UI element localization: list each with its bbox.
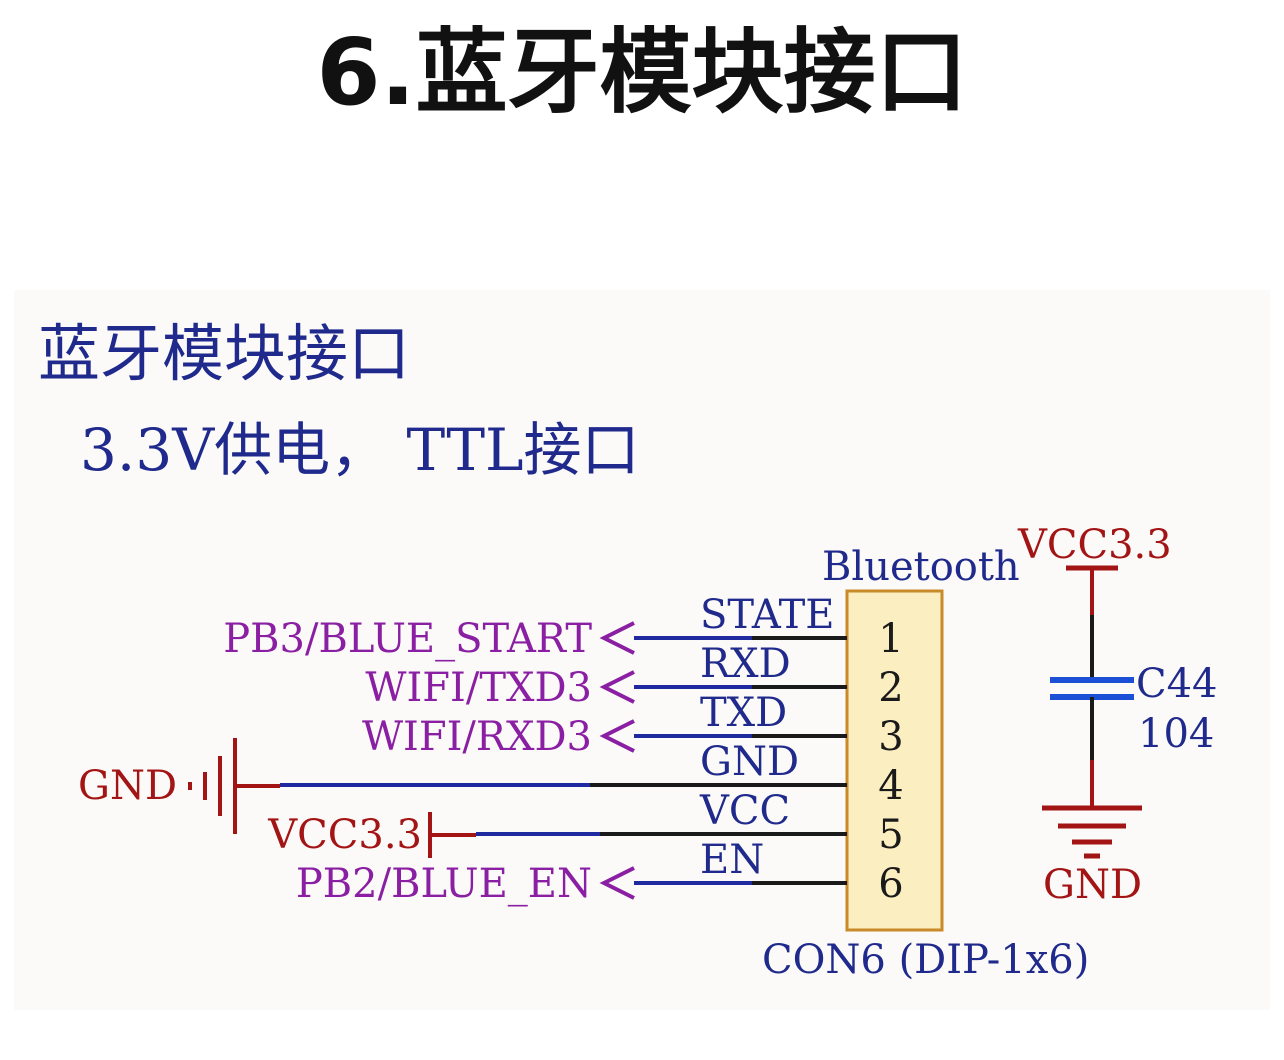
pin-2-port-arrow	[599, 670, 635, 704]
section-subheading: 3.3V供电， TTL接口	[80, 416, 640, 484]
ground-symbol-right	[1042, 805, 1142, 859]
connector-title: Bluetooth	[822, 544, 1020, 590]
pin-5-net-label: VCC3.3	[267, 812, 422, 858]
connector-body	[845, 589, 944, 932]
ground-symbol-left	[188, 738, 280, 834]
pin-3-port-arrow	[599, 719, 635, 753]
pin-5-number: 5	[878, 812, 903, 858]
pin-2-name: RXD	[700, 641, 791, 687]
schematic-panel	[14, 290, 1270, 1010]
capacitor-bottom-net-label: GND	[1043, 862, 1142, 908]
pin-1-number: 1	[878, 616, 903, 662]
pin-2-net-label: WIFI/TXD3	[365, 665, 592, 711]
capacitor-value: 104	[1138, 711, 1214, 757]
connector-part: CON6 (DIP-1x6)	[762, 937, 1089, 983]
capacitor-c44: VCC3.3 C44 104 GND	[1017, 522, 1218, 908]
pin-3-number: 3	[878, 714, 903, 760]
capacitor-designator: C44	[1136, 661, 1218, 707]
section-heading: 蓝牙模块接口	[38, 317, 411, 390]
pin-6-name: EN	[700, 837, 764, 883]
pin-5-name: VCC	[699, 788, 790, 834]
pin-3-name: TXD	[700, 690, 787, 736]
page-title: 6.蓝牙模块接口	[316, 19, 968, 126]
pin-2-number: 2	[878, 665, 903, 711]
pin-1-net-label: PB3/BLUE_START	[223, 616, 592, 662]
pin-4-net-label: GND	[78, 763, 177, 809]
pin-1-name: STATE	[700, 592, 834, 638]
pin-6-port-arrow	[599, 866, 635, 900]
pin-6-net-label: PB2/BLUE_EN	[296, 861, 592, 907]
power-symbol-left	[428, 812, 476, 858]
pin-3-net-label: WIFI/RXD3	[362, 714, 592, 760]
pin-1-port-arrow	[599, 621, 635, 655]
capacitor-top-net-label: VCC3.3	[1017, 522, 1172, 568]
pin-4-number: 4	[878, 763, 903, 809]
pin-6-number: 6	[878, 861, 903, 907]
pin-4-name: GND	[700, 739, 799, 785]
